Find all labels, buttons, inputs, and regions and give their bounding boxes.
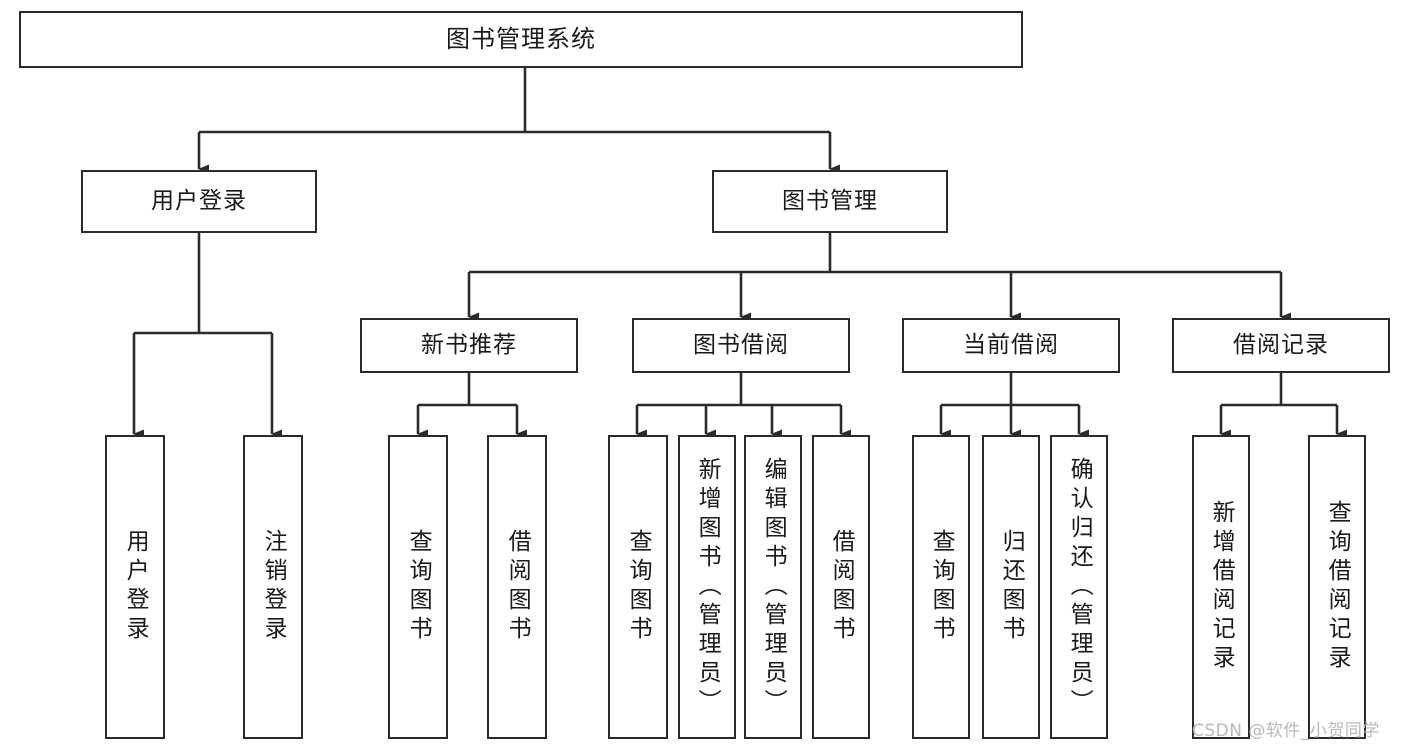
node-root-label: 图书管理系统 [446,25,596,54]
node-leaf-return-book-label: 归还图书 [998,529,1025,645]
node-leaf-return-book[interactable]: 归还图书 [982,435,1040,739]
node-book-borrow-label: 图书借阅 [693,331,789,358]
node-leaf-borrow-book-1-label: 借阅图书 [504,529,531,645]
node-leaf-borrow-book-2[interactable]: 借阅图书 [812,435,870,739]
node-leaf-borrow-book-2-label: 借阅图书 [828,529,855,645]
node-new-book-recommend-label: 新书推荐 [421,331,517,358]
node-borrow-record[interactable]: 借阅记录 [1172,318,1390,373]
node-leaf-query-book-3-label: 查询图书 [928,529,955,645]
node-leaf-add-borrow-record[interactable]: 新增借阅记录 [1192,435,1250,739]
node-root-system[interactable]: 图书管理系统 [19,11,1023,68]
node-new-book-recommend[interactable]: 新书推荐 [360,318,578,373]
node-leaf-query-book-2[interactable]: 查询图书 [608,435,668,739]
node-borrow-record-label: 借阅记录 [1233,331,1329,358]
node-leaf-add-book-admin[interactable]: 新增图书（管理员） [678,435,736,739]
node-user-login-label: 用户登录 [151,187,247,214]
node-current-borrow-label: 当前借阅 [963,331,1059,358]
node-leaf-query-book-1[interactable]: 查询图书 [388,435,448,739]
node-leaf-edit-book-admin[interactable]: 编辑图书（管理员） [744,435,802,739]
node-leaf-confirm-return-admin[interactable]: 确认归还（管理员） [1050,435,1108,739]
node-leaf-confirm-return-admin-label: 确认归还（管理员） [1066,456,1093,718]
node-leaf-query-borrow-record-label: 查询借阅记录 [1324,500,1351,674]
watermark-credit: CSDN @软件_小贺同学 [1192,721,1380,741]
node-user-login[interactable]: 用户登录 [81,170,317,233]
node-leaf-logout-login-label: 注销登录 [260,529,287,645]
node-leaf-logout-login[interactable]: 注销登录 [243,435,303,739]
node-book-manage[interactable]: 图书管理 [712,170,948,233]
node-leaf-add-borrow-record-label: 新增借阅记录 [1208,500,1235,674]
node-leaf-query-book-2-label: 查询图书 [625,529,652,645]
node-current-borrow[interactable]: 当前借阅 [902,318,1120,373]
node-leaf-borrow-book-1[interactable]: 借阅图书 [487,435,547,739]
node-leaf-query-borrow-record[interactable]: 查询借阅记录 [1308,435,1366,739]
node-leaf-query-book-1-label: 查询图书 [405,529,432,645]
node-book-manage-label: 图书管理 [782,187,878,214]
node-leaf-user-login[interactable]: 用户登录 [105,435,165,739]
node-leaf-user-login-label: 用户登录 [122,529,149,645]
node-leaf-add-book-admin-label: 新增图书（管理员） [694,456,721,718]
node-book-borrow[interactable]: 图书借阅 [632,318,850,373]
node-leaf-edit-book-admin-label: 编辑图书（管理员） [760,456,787,718]
node-leaf-query-book-3[interactable]: 查询图书 [912,435,970,739]
